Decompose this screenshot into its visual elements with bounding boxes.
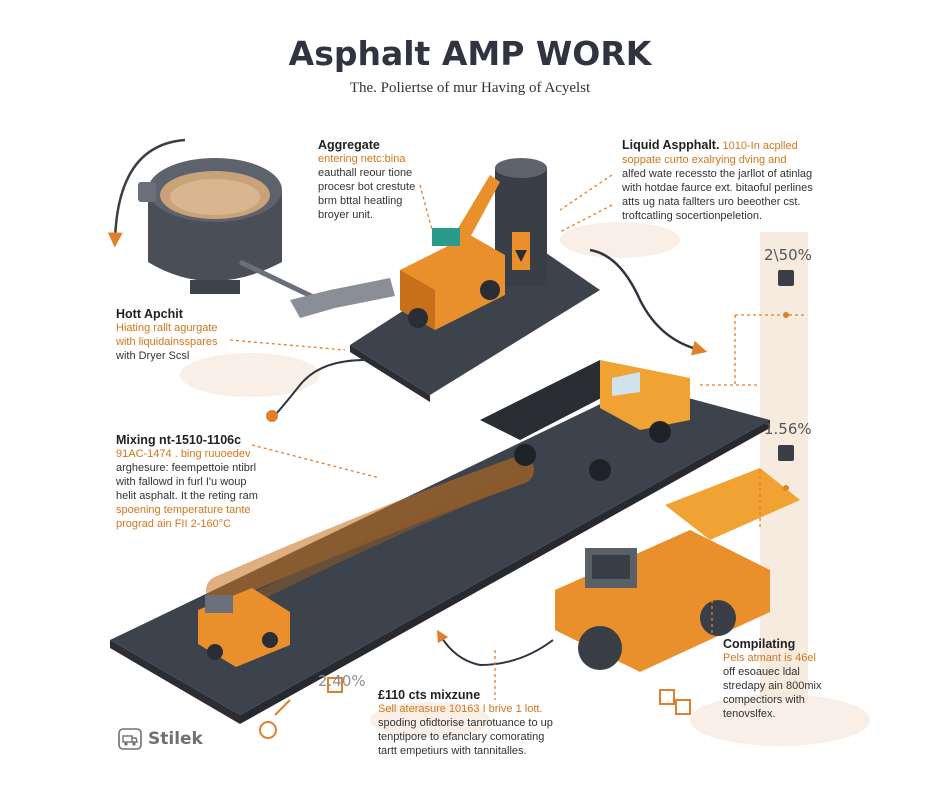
aggregate-line: procesr bot crestute [318,181,416,193]
conveyor-chute [290,278,395,318]
liquid-asphalt-line: soppate curto exalrying dving and [622,154,787,166]
liquid-asphalt-callout: Liquid Aspphalt. 1010-In acplled soppate… [622,138,813,223]
right-legend-strip [760,232,808,700]
mixing-line: prograd ain FII 2-160°C [116,518,232,530]
return-connector [436,629,554,667]
badge-bottom-left: 2.40% [318,672,366,690]
bottom-icons [259,677,691,739]
liquid-asphalt-line: with hotdae faurce ext. bitaoful perline… [622,182,813,194]
mixzune-callout: £110 cts mixzune Sell aterasure 10163 I … [378,688,553,758]
mixing-line: spoening temperature tante [116,504,251,516]
compiling-callout: Compilating Pels atmant is 46el off esoa… [723,637,821,721]
mixing-line: with fallowd in furl I'u woup [116,476,247,488]
aggregate-heading: Aggregate [318,138,380,152]
compiling-line: tenovslfex. [723,708,776,720]
mixzune-line: Sell aterasure 10163 I brive 1 lott. [378,703,543,715]
leader-lines [229,174,805,700]
compiling-line: off esoauec ldal [723,666,800,678]
dump-truck [480,360,690,481]
aggregate-line: broyer unit. [318,209,374,221]
mixing-heading: Mixing nt-1510-1106c [116,433,242,447]
plant-truck [400,175,505,330]
mixing-line: arghesure: feempettoie ntibrl [116,462,257,474]
mix-connector [274,359,366,416]
mixzune-line: tenptipore to efanclary comorating [378,731,545,743]
liquid-asphalt-line: troftcatling socertionpeletion. [622,210,763,222]
aggregate-line: eauthall reour tione [318,167,413,179]
hot-asphalt-callout: Hott Apchit Hiating rallt agurgate with … [116,307,218,363]
hot-asphalt-heading: Hott Apchit [116,307,183,321]
truck-outline-icon [118,728,142,750]
mixing-callout: Mixing nt-1510-1106c 91AC-1474 . bing ru… [116,433,258,531]
brand-logo: Stilek [118,728,203,750]
compiling-line: compectiors with [723,694,805,706]
mixzune-line: spoding ofidtorise tanrotuance to up [378,717,553,729]
aggregate-callout: Aggregate entering netc:bina eauthall re… [318,138,415,222]
page-subtitle: The. Poliertse of mur Having of Acyelst [349,80,591,96]
liquid-asphalt-line: atts ug nata fallters uro beeother cst. [622,196,801,208]
dryer-drum [138,158,282,294]
hot-asphalt-line: with liquidainsspares [116,336,218,348]
compiling-heading: Compilating [723,637,796,651]
page-title: Asphalt AMP WORK [288,34,652,73]
hot-asphalt-line: with Dryer Scsl [116,350,190,362]
right-icons [778,270,794,491]
small-paver [198,588,290,667]
mixzune-heading: £110 cts mixzune [378,688,481,702]
compiling-line: stredapy ain 800mix [723,680,822,692]
aggregate-line: entering netc:bina [318,153,406,165]
mixzune-line: tartt empetiurs with tannitalles. [378,745,527,757]
liquid-asphalt-heading: Liquid Aspphalt. [622,138,720,152]
compactor [555,468,800,672]
aggregate-line: brm bttal heatling [318,195,403,207]
background-splashes [180,222,870,746]
mixing-line: helit asphalt. It the reting ram [116,490,258,502]
badge-mid-right: 1.56% [764,420,812,438]
compiling-line: Pels atmant is 46el [723,652,816,664]
liquid-asphalt-line: alfed wate recessto the jarllot of atinl… [622,168,813,180]
storage-silo [495,158,547,286]
liquid-asphalt-heading-tail: 1010-In acplled [722,140,798,152]
plant-connector [589,248,708,356]
badge-top-right: 2\50% [764,246,812,264]
mixing-line: 91AC-1474 . bing ruuoedev [116,448,251,460]
dryer-arrow [107,138,186,248]
brand-logo-text: Stilek [148,729,203,749]
hot-asphalt-line: Hiating rallt agurgate [116,322,218,334]
